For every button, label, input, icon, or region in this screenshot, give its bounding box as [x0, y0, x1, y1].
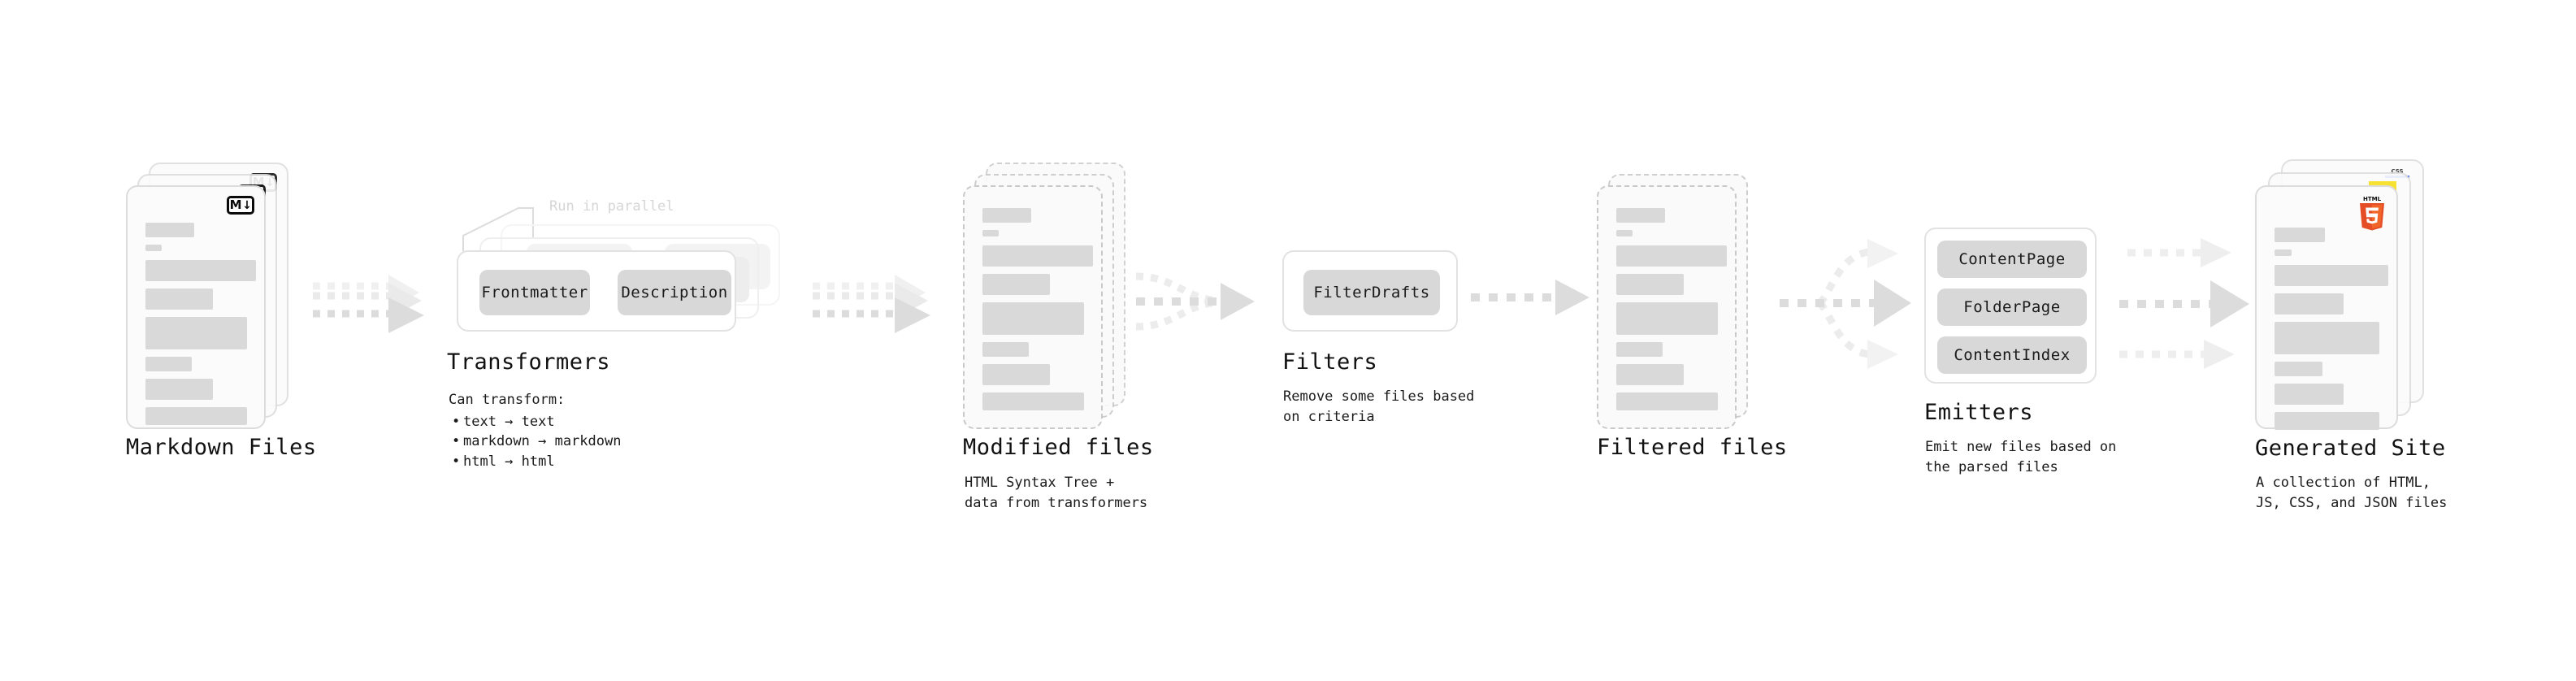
html5-badge-label: HTML [2363, 196, 2382, 202]
filters-box: FilterDrafts [1282, 250, 1458, 332]
markdown-badge: M↓ [227, 196, 254, 215]
parallel-leader-line [462, 207, 534, 260]
filtered-card-content [1615, 208, 1727, 416]
content-bar [1615, 302, 1719, 335]
content-bar [982, 342, 1029, 357]
arrow-triple-dotted [313, 275, 424, 333]
content-bar [982, 230, 1000, 236]
stage-title-generated-site: Generated Site [2255, 436, 2446, 461]
chip-contentpage[interactable]: ContentPage [1937, 241, 2087, 278]
content-bar [1615, 245, 1727, 267]
arrow-filtered-to-emitters [1780, 234, 1934, 380]
markdown-badge-letter: M [229, 197, 242, 212]
transformers-bullet-list: text → text markdown → markdown html → h… [449, 412, 622, 472]
filtered-card-front [1597, 185, 1737, 429]
transformers-description-lead: Can transform: [449, 392, 566, 408]
content-bar [2275, 362, 2322, 376]
stage-markdown-files: M↓ M↓ M↓ [126, 163, 316, 460]
content-bar [145, 357, 192, 371]
content-bar [145, 379, 213, 400]
modified-card-front [963, 185, 1103, 429]
content-bar [982, 364, 1050, 385]
site-card-content [2275, 228, 2388, 430]
content-bar [1615, 230, 1633, 236]
content-bar [145, 317, 248, 349]
arrow-triple-parallel-dotted [2119, 238, 2249, 369]
arrow-triple-dotted [813, 275, 930, 333]
markdown-card-stack: M↓ M↓ M↓ [126, 163, 313, 429]
stage-title-emitters: Emitters [1924, 400, 2034, 425]
content-bar [145, 407, 248, 425]
arrow-merge-dotted [1135, 272, 1255, 331]
content-bar [1615, 342, 1663, 357]
content-bar [2275, 228, 2325, 242]
emitters-box: ContentPage FolderPage ContentIndex [1924, 228, 2097, 384]
stage-title-transformers: Transformers [447, 349, 611, 375]
stage-subtitle-modified-files: HTML Syntax Tree + data from transformer… [965, 475, 1148, 511]
arrow-dotted [1471, 280, 1589, 315]
content-bar [982, 208, 1031, 223]
arrow-filters-to-filtered [1471, 280, 1601, 317]
css-badge-label: CSS [2391, 168, 2404, 175]
arrow-modified-to-filters [1135, 267, 1274, 356]
stage-modified-files: Modified files HTML Syntax Tree + data f… [963, 163, 1153, 511]
filtered-card-stack [1597, 163, 1784, 429]
content-bar [2275, 322, 2379, 354]
content-bar [982, 302, 1085, 335]
content-bar [2275, 412, 2379, 430]
content-bar [145, 260, 256, 281]
arrow-markdown-to-transformers [313, 275, 435, 340]
stage-title-filters: Filters [1282, 349, 1378, 375]
content-bar [982, 274, 1050, 295]
stage-title-filtered-files: Filtered files [1597, 435, 1788, 460]
list-item: text → text [452, 412, 621, 432]
stage-subtitle-filters: Remove some files based on criteria [1283, 388, 1475, 425]
content-bar [2275, 265, 2388, 286]
site-card-stack: CSS HTML [2255, 159, 2450, 430]
content-bar [1615, 208, 1665, 223]
content-bar [2275, 293, 2344, 314]
arrow-emitters-to-site [2119, 234, 2274, 380]
chip-frontmatter[interactable]: Frontmatter [479, 270, 590, 315]
arrow-fanout-dotted [1780, 239, 1911, 369]
stage-subtitle-emitters: Emit new files based on the parsed files [1925, 439, 2117, 475]
chip-contentindex[interactable]: ContentIndex [1937, 336, 2087, 374]
content-bar [145, 288, 213, 310]
markdown-card-front: M↓ [126, 185, 266, 429]
stage-title-modified-files: Modified files [963, 435, 1154, 460]
transformers-description: Can transform: text → text markdown → ma… [449, 390, 621, 472]
modified-card-content [982, 208, 1093, 416]
markdown-badge-arrow: ↓ [242, 198, 252, 212]
stage-subtitle-generated-site: A collection of HTML, JS, CSS, and JSON … [2256, 475, 2448, 511]
chip-folderpage[interactable]: FolderPage [1937, 288, 2087, 326]
content-bar [1615, 393, 1719, 410]
list-item: html → html [452, 452, 621, 472]
html5-badge: HTML [2360, 196, 2384, 231]
content-bar [1615, 364, 1684, 385]
stage-title-markdown-files: Markdown Files [126, 435, 317, 460]
chip-description[interactable]: Description [618, 270, 731, 315]
markdown-card-content [145, 223, 256, 425]
content-bar [982, 393, 1085, 410]
content-bar [1615, 274, 1684, 295]
parallel-label: Run in parallel [549, 198, 674, 215]
content-bar [982, 245, 1093, 267]
chip-filterdrafts[interactable]: FilterDrafts [1303, 270, 1440, 315]
content-bar [2275, 384, 2344, 405]
arrow-transformers-to-modified [813, 275, 943, 340]
site-card-front-html: HTML [2255, 185, 2398, 430]
modified-card-stack [963, 163, 1150, 429]
content-bar [145, 245, 163, 251]
stage-filtered-files: Filtered files [1597, 163, 1787, 460]
stage-generated-site: CSS HTML [2255, 159, 2450, 511]
content-bar [145, 223, 194, 237]
content-bar [2275, 249, 2292, 256]
list-item: markdown → markdown [452, 432, 622, 452]
transformers-box: Frontmatter Description [457, 250, 736, 332]
